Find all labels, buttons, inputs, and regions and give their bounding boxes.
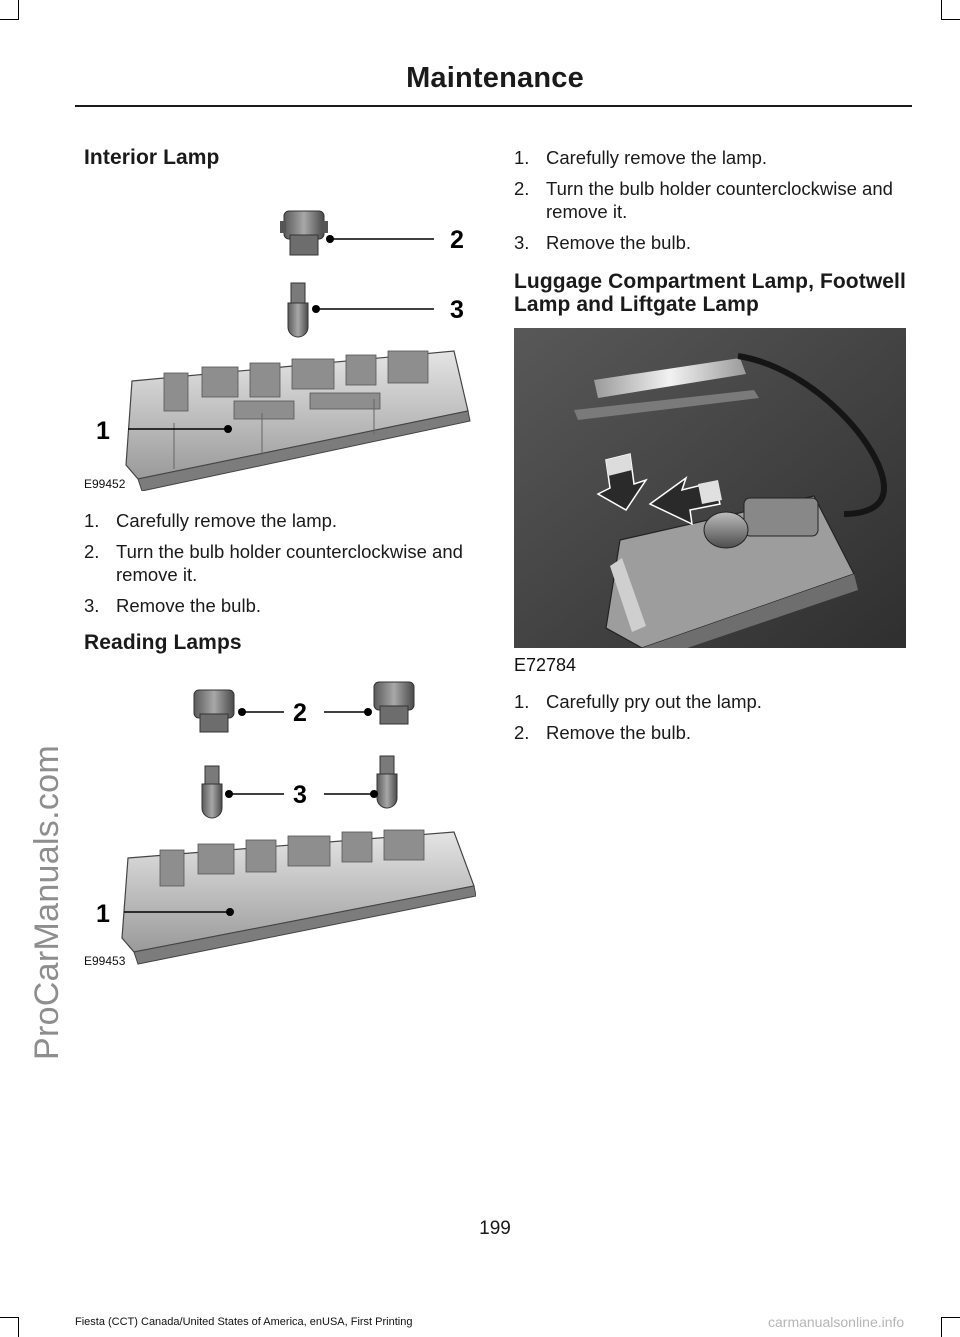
bulb-holder-icon — [373, 681, 415, 725]
bulb-icon — [287, 282, 309, 338]
interior-lamp-heading: Interior Lamp — [84, 146, 220, 169]
lamp-housing-icon — [125, 350, 471, 491]
figure-code: E99452 — [84, 477, 126, 491]
lamp-housing-icon — [121, 829, 476, 965]
reading-lamps-heading: Reading Lamps — [84, 631, 242, 654]
side-watermark: ProCarManuals.com — [28, 745, 66, 1060]
crop-mark — [18, 1317, 19, 1337]
crop-mark — [0, 19, 18, 20]
callout-dot — [364, 708, 372, 716]
arrow-down-icon — [596, 453, 648, 511]
list-item: 3.Remove the bulb. — [514, 232, 692, 253]
callout-dot — [225, 790, 233, 798]
page-number: 199 — [479, 1218, 511, 1239]
reading-lamps-diagram: 2 3 1 — [96, 681, 476, 965]
callout-leaders — [124, 711, 374, 913]
luggage-lamp-figure: E72784 — [514, 328, 906, 676]
callout-dot — [326, 235, 334, 243]
list-item: 2.Remove the bulb. — [514, 722, 692, 743]
callout-label: 2 — [450, 226, 464, 254]
bulb-icon — [201, 765, 223, 819]
list-item: 1.Carefully remove the lamp. — [84, 510, 338, 531]
page-title: Maintenance — [406, 62, 584, 94]
list-item: 3.Remove the bulb. — [84, 595, 262, 616]
luggage-lamp-photo — [514, 328, 906, 648]
crop-mark — [18, 0, 19, 20]
crop-mark — [941, 1317, 942, 1337]
callout-dot — [370, 790, 378, 798]
luggage-lamp-heading: Luggage Compartment Lamp, Footwell Lamp … — [514, 270, 906, 316]
bottom-watermark: carmanualsonline.info — [768, 1314, 905, 1330]
crop-mark — [0, 1317, 18, 1318]
callout-dot — [224, 425, 232, 433]
figure-code: E99453 — [84, 954, 126, 968]
crop-mark — [942, 1317, 960, 1318]
footer-text: Fiesta (CCT) Canada/United States of Ame… — [75, 1316, 413, 1328]
callout-label: 1 — [96, 900, 110, 928]
bulb-icon — [376, 755, 398, 809]
callout-leaders — [128, 238, 434, 430]
arrow-left-icon — [648, 476, 722, 526]
luggage-lamp-steps: 1.Carefully pry out the lamp. 2.Remove t… — [514, 690, 914, 744]
callout-label: 3 — [450, 296, 464, 324]
list-item: 2.Turn the bulb holder counterclockwise … — [84, 541, 463, 585]
interior-lamp-figure: 2 3 1 E99452 — [84, 173, 476, 491]
reading-lamps-figure: 2 3 1 E99453 — [84, 662, 476, 968]
list-item: 1.Carefully remove the lamp. — [514, 147, 768, 168]
interior-lamp-steps: 1.Carefully remove the lamp. 2.Turn the … — [84, 509, 476, 617]
list-item: 2.Turn the bulb holder counterclockwise … — [514, 178, 893, 222]
figure-code: E72784 — [514, 655, 577, 675]
interior-lamp-diagram: 2 3 1 — [96, 210, 471, 491]
callout-dot — [238, 708, 246, 716]
callout-label: 1 — [96, 417, 110, 445]
reading-lamps-steps: 1.Carefully remove the lamp. 2.Turn the … — [514, 146, 914, 254]
callout-dot — [226, 908, 234, 916]
bulb-holder-icon — [193, 689, 235, 733]
callout-label: 3 — [293, 781, 307, 809]
callout-dot — [312, 305, 320, 313]
crop-mark — [942, 19, 960, 20]
crop-mark — [941, 0, 942, 20]
left-column: Interior Lamp — [84, 146, 476, 968]
bulb-icon — [703, 497, 819, 549]
list-item: 1.Carefully pry out the lamp. — [514, 691, 762, 712]
bulb-holder-icon — [280, 210, 328, 256]
header-rule — [75, 105, 912, 107]
callout-label: 2 — [293, 699, 307, 727]
right-column: 1.Carefully remove the lamp. 2.Turn the … — [514, 146, 914, 752]
